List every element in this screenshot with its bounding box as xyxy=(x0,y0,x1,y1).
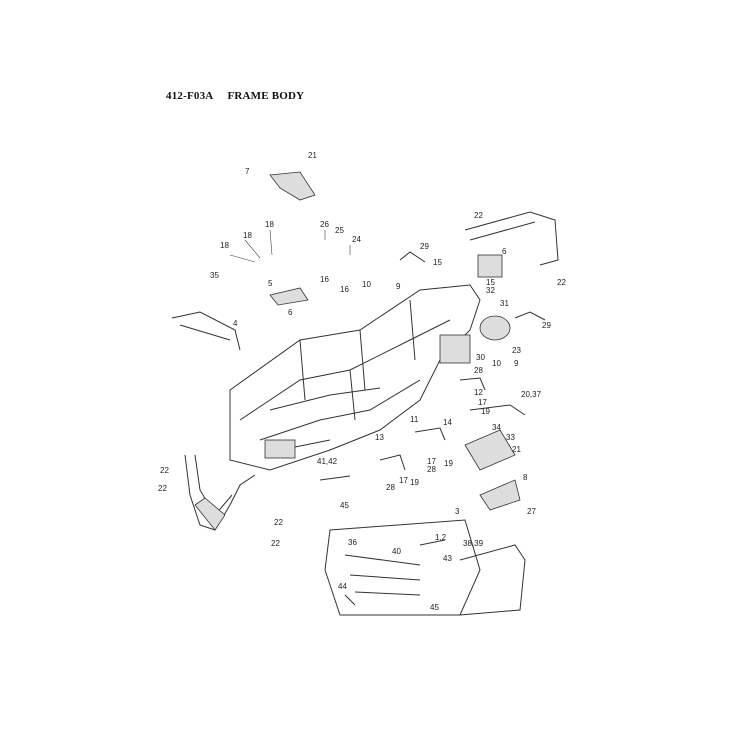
callout-label: 8 xyxy=(523,473,528,482)
callout-label: 14 xyxy=(443,418,452,427)
diagram-name: FRAME BODY xyxy=(227,90,305,102)
callout-label: 15 xyxy=(433,258,442,267)
callout-label: 10 xyxy=(492,359,501,368)
callout-label: 25 xyxy=(335,226,344,235)
callout-label: 23 xyxy=(512,346,521,355)
callout-label: 12 xyxy=(474,388,483,397)
callout-label: 18 xyxy=(243,231,252,240)
callout-label: 17 xyxy=(427,457,436,466)
front-bumper xyxy=(184,454,256,531)
callout-label: 11 xyxy=(410,415,419,424)
callout-label: 43 xyxy=(443,554,452,563)
callout-label: 35 xyxy=(210,271,219,280)
callout-label: 18 xyxy=(265,220,274,229)
callout-label: 45 xyxy=(340,501,349,510)
callout-label: 16 xyxy=(320,275,329,284)
diagram-title: 412-F03A FRAME BODY xyxy=(166,90,304,102)
callout-label: 4 xyxy=(233,319,238,328)
callout-label: 17 xyxy=(478,398,487,407)
callout-label: 15 xyxy=(486,278,495,287)
callout-label: 28 xyxy=(474,366,483,375)
main-frame xyxy=(229,284,481,471)
callout-label: 19 xyxy=(410,478,419,487)
callout-label: 38,39 xyxy=(463,539,484,548)
callout-label: 20,37 xyxy=(521,390,542,399)
callout-label: 41,42 xyxy=(317,457,338,466)
callout-label: 19 xyxy=(444,459,453,468)
callout-label: 22 xyxy=(557,278,566,287)
callout-label: 17 xyxy=(399,476,408,485)
callout-label: 22 xyxy=(158,484,167,493)
callout-label: 16 xyxy=(340,285,349,294)
callout-label: 18 xyxy=(220,241,229,250)
callout-label: 6 xyxy=(288,308,293,317)
callout-label: 30 xyxy=(476,353,485,362)
callout-label: 21 xyxy=(512,445,521,454)
callout-label: 21 xyxy=(308,151,317,160)
callout-label: 44 xyxy=(338,582,347,591)
callout-label: 7 xyxy=(245,167,250,176)
callout-label: 27 xyxy=(527,507,536,516)
nerf-bar xyxy=(324,519,526,616)
callout-label: 34 xyxy=(492,423,501,432)
callout-label: 33 xyxy=(506,433,515,442)
callout-label: 6 xyxy=(502,247,507,256)
callout-label: 32 xyxy=(486,286,495,295)
callout-label: 22 xyxy=(274,518,283,527)
callout-label: 45 xyxy=(430,603,439,612)
callout-label: 36 xyxy=(348,538,357,547)
callout-label: 29 xyxy=(542,321,551,330)
callout-label: 10 xyxy=(362,280,371,289)
callout-label: 1,2 xyxy=(435,533,447,542)
callout-label: 9 xyxy=(514,359,519,368)
callout-label: 31 xyxy=(500,299,509,308)
callout-label: 22 xyxy=(474,211,483,220)
callout-label: 22 xyxy=(271,539,280,548)
callout-label: 26 xyxy=(320,220,329,229)
callout-label: 9 xyxy=(396,282,401,291)
callout-label: 3 xyxy=(455,507,460,516)
callout-label: 22 xyxy=(160,466,169,475)
callout-label: 24 xyxy=(352,235,361,244)
parts-misc xyxy=(171,171,559,606)
diagram-code: 412-F03A xyxy=(166,90,214,102)
callout-label: 28 xyxy=(386,483,395,492)
callout-label: 28 xyxy=(427,465,436,474)
callout-label: 40 xyxy=(392,547,401,556)
callout-label: 19 xyxy=(481,407,490,416)
callout-label: 29 xyxy=(420,242,429,251)
callout-label: 13 xyxy=(375,433,384,442)
callout-label: 5 xyxy=(268,279,273,288)
